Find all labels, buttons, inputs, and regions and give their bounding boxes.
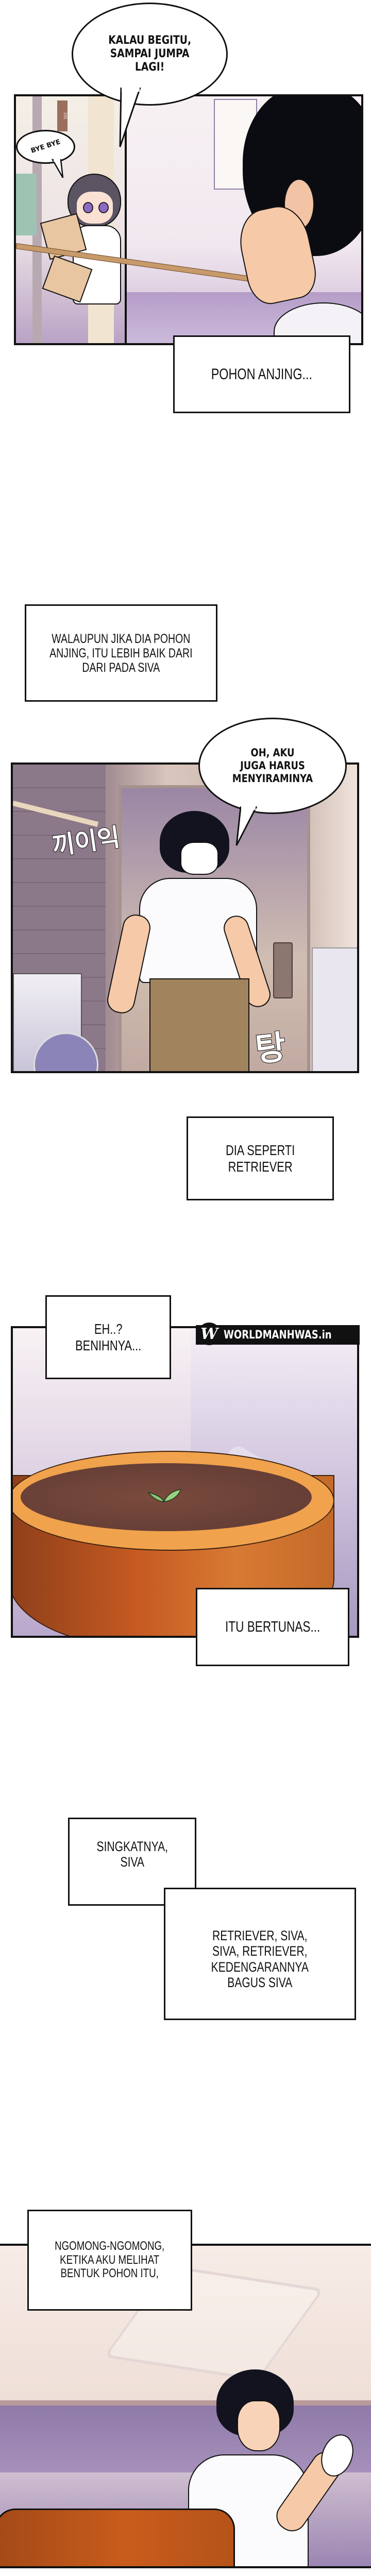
panel-divider [125, 96, 127, 343]
pot-foreground [0, 2509, 235, 2566]
boy-shorts [149, 978, 249, 1071]
door-lock [273, 942, 293, 998]
panel-sprouting-pot [11, 1326, 359, 1638]
caption-box-walaupun: WALAUPUN JIKA DIA POHON ANJING, ITU LEBI… [25, 604, 217, 702]
girl-eye-right [98, 202, 109, 213]
caption-box-pohon-anjing: POHON ANJING... [173, 335, 350, 413]
sfx-bang: 탕 [253, 1028, 288, 1070]
caption-text: ITU BERTUNAS... [225, 1618, 321, 1635]
speech-tail-watering [235, 806, 258, 846]
caption-text: NGOMONG-NGOMONG, KETIKA AKU MELIHAT BENT… [55, 2239, 165, 2281]
speech-bubble-bye-bye: BYE BYE [16, 130, 75, 164]
ceiling-molding [0, 2400, 371, 2405]
caption-text: DIA SEPERTI RETRIEVER [225, 1142, 295, 1175]
room-number-sign: 205 [57, 100, 68, 131]
caption-box-eh-benihnya: EH..? BENIHNYA... [45, 1295, 171, 1379]
caption-box-retriever-siva: RETRIEVER, SIVA, SIVA, RETRIEVER, KEDENG… [164, 1888, 356, 2020]
speech-tail-bye-bye [52, 159, 64, 178]
caption-box-retriever: DIA SEPERTI RETRIEVER [187, 1116, 334, 1200]
sprout-icon [147, 1489, 182, 1502]
watermark-text: WORLDMANHWAS.in [224, 1328, 332, 1342]
boy-face [237, 2400, 280, 2451]
speech-text: OH, AKU JUGA HARUS MENYIRAMINYA [232, 747, 313, 785]
caption-text: WALAUPUN JIKA DIA POHON ANJING, ITU LEBI… [49, 631, 193, 675]
caption-text: POHON ANJING... [211, 365, 313, 383]
caption-box-bertunas: ITU BERTUNAS... [196, 1588, 349, 1666]
panel-hallway-goodbye: 205 [14, 94, 363, 345]
caption-text: RETRIEVER, SIVA, SIVA, RETRIEVER, KEDENG… [211, 1928, 309, 1990]
speech-bubble-goodbye: KALAU BEGITU, SAMPAI JUMPA LAGI! [72, 3, 228, 106]
caption-text: EH..? BENIHNYA... [75, 1321, 142, 1353]
girl-eye-left [83, 202, 93, 213]
speech-text: KALAU BEGITU, SAMPAI JUMPA LAGI! [108, 34, 191, 74]
green-door-panel [16, 174, 37, 235]
panel-laundry-room: 끼이익 탕 [11, 762, 359, 1073]
caption-box-ngomong: NGOMONG-NGOMONG, KETIKA AKU MELIHAT BENT… [27, 2210, 192, 2311]
caption-merge-patch [165, 1889, 195, 1904]
watermark-banner: W WORLDMANHWAS.in [196, 1323, 360, 1345]
purple-wall [0, 2405, 371, 2472]
speech-tail-goodbye [119, 88, 141, 147]
speech-text: BYE BYE [29, 138, 62, 156]
caption-text: SINGKATNYA, SIVA [96, 1839, 168, 1870]
speech-bubble-watering: OH, AKU JUGA HARUS MENYIRAMINYA [198, 718, 347, 814]
boy-mask-face [180, 842, 218, 875]
cabinet-right [312, 947, 357, 1071]
watermark-logo-icon: W [198, 1323, 221, 1345]
